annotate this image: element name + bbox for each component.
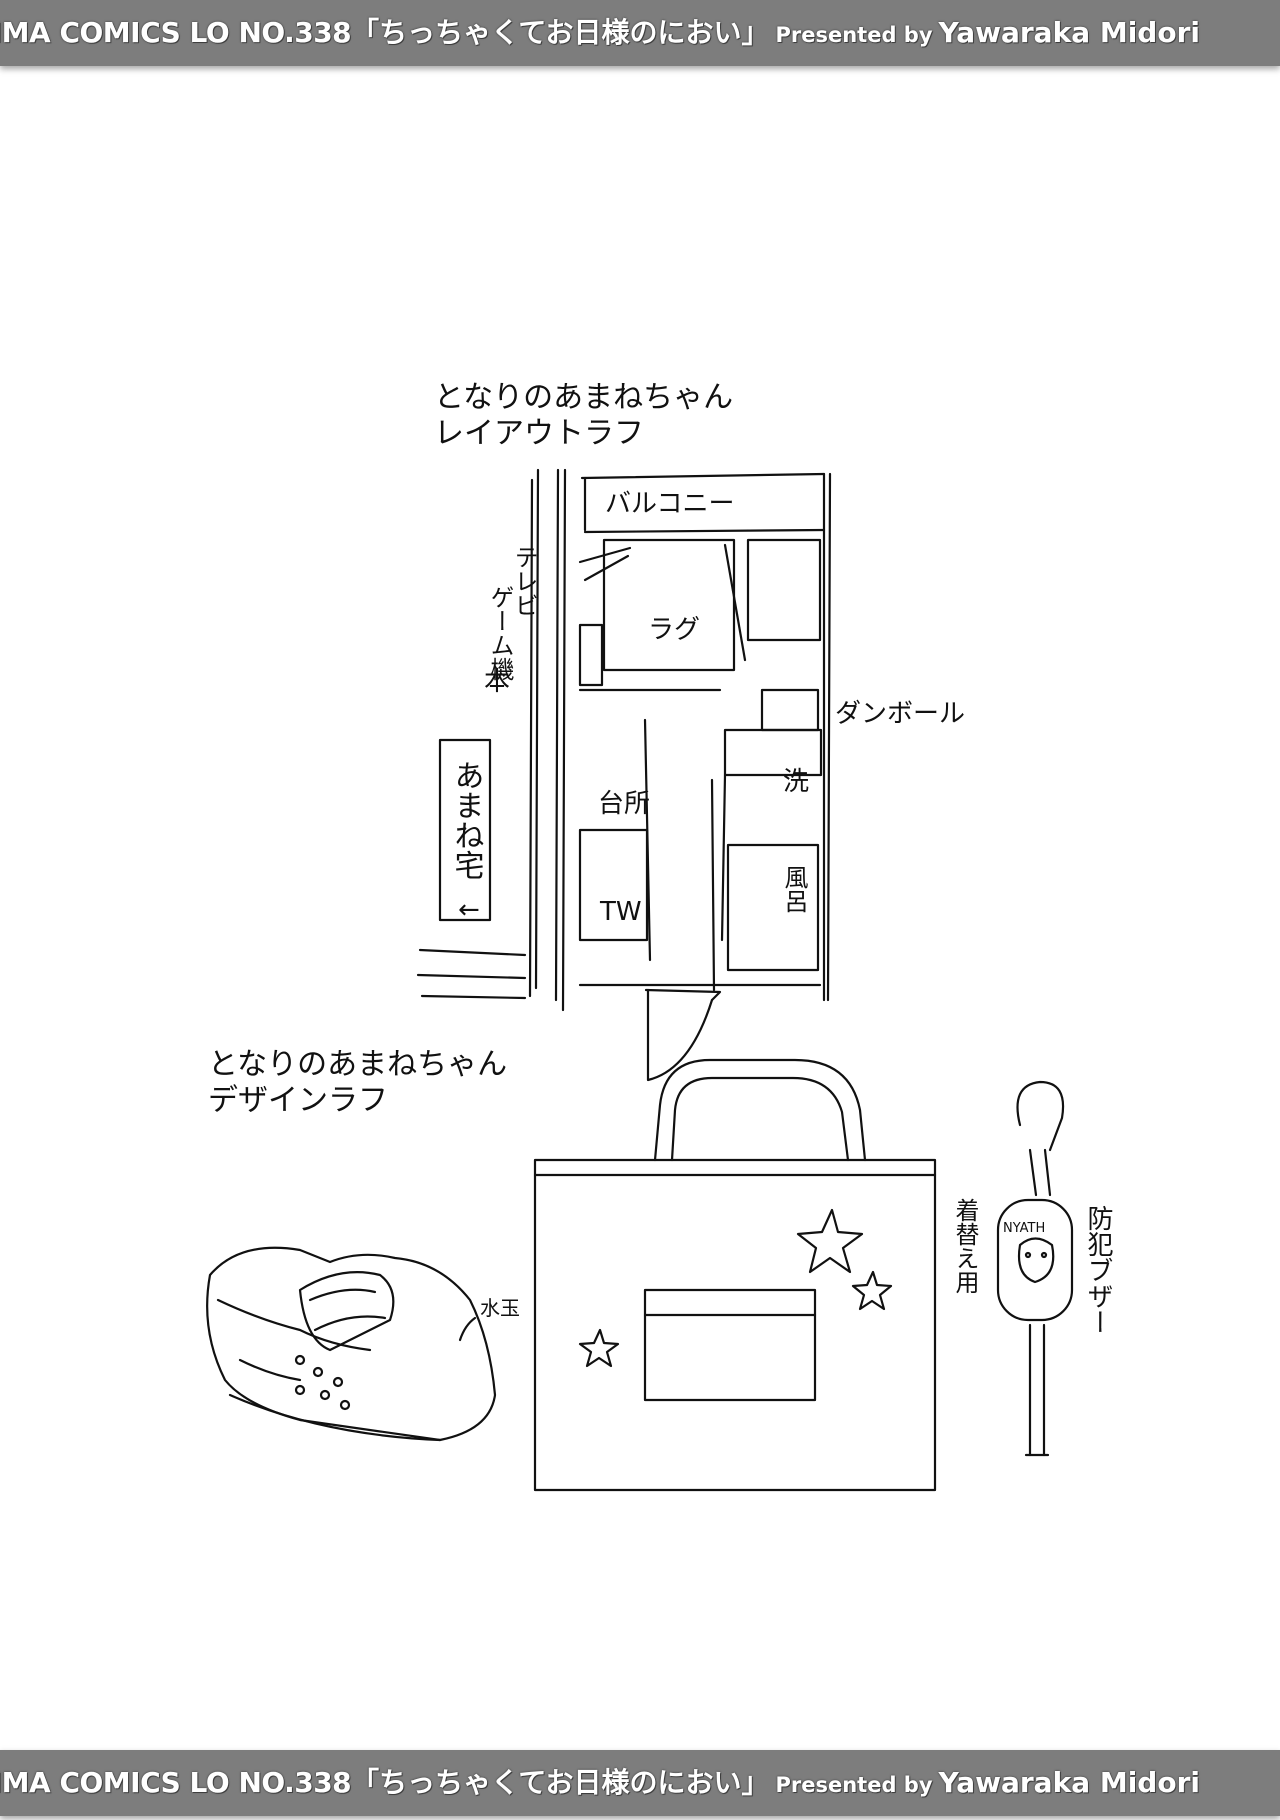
series-label: TENMA COMICS LO NO.338 (0, 16, 352, 49)
layout-heading-line1: となりのあまねちゃん (434, 380, 734, 415)
footer-series-label: TENMA COMICS LO NO.338 (0, 1766, 352, 1799)
footer-story-title: 「ちっちゃくてお日様のにおい」 (351, 1766, 770, 1799)
footer-banner-text: TENMA COMICS LO NO.338「ちっちゃくてお日様のにおい」Pre… (0, 1750, 1200, 1816)
note-buzzer-tag: NYATH (1003, 1221, 1045, 1236)
footer-banner: TENMA COMICS LO NO.338「ちっちゃくてお日様のにおい」Pre… (0, 1750, 1280, 1816)
bag-sketch (533, 1058, 937, 1492)
layout-heading-line2: レイアウトラフ (434, 416, 644, 451)
note-washer: 洗 (783, 767, 809, 797)
design-heading-line1: となりのあまねちゃん (208, 1047, 508, 1082)
note-game: ゲーム機 (486, 585, 514, 681)
layout-heading: となりのあまねちゃん レイアウトラフ (434, 380, 733, 452)
floor-plan-notes: バルコニー ラグ ダンボール 台所 TW 洗 本 ← (458, 489, 965, 927)
author-name: Yawaraka Midori (938, 16, 1200, 49)
floor-plan-vertical-notes: テレビ ゲーム機 あまね宅 風呂 (449, 545, 809, 913)
note-book: 本 (484, 667, 510, 697)
note-bath: 風呂 (780, 865, 808, 913)
alarm-keychain-sketch (996, 1080, 1074, 1457)
story-title: 「ちっちゃくてお日様のにおい」 (351, 16, 770, 49)
note-rug: ラグ (648, 615, 700, 645)
design-notes: 水玉 NYATH 着替え用 防犯ブザー (480, 1198, 1113, 1335)
note-kitchen: 台所 (598, 789, 650, 819)
note-tv: テレビ (510, 545, 538, 617)
note-amane-home: あまね宅 (449, 760, 484, 880)
note-alarm: 防犯ブザー (1083, 1205, 1113, 1335)
footer-author-name: Yawaraka Midori (938, 1766, 1200, 1799)
header-banner: TENMA COMICS LO NO.338「ちっちゃくてお日様のにおい」Pre… (0, 0, 1280, 66)
note-change-clothes: 着替え用 (951, 1198, 979, 1294)
banner-text: TENMA COMICS LO NO.338「ちっちゃくてお日様のにおい」Pre… (0, 0, 1200, 66)
floor-plan-sketch (416, 468, 832, 1082)
shoe-sketch (206, 1246, 497, 1442)
note-toilet: TW (599, 897, 642, 927)
footer-presented-by-label: Presented by (775, 1773, 933, 1797)
design-heading: となりのあまねちゃん デザインラフ (208, 1047, 507, 1119)
presented-by-label: Presented by (775, 23, 933, 47)
note-balcony: バルコニー (605, 489, 734, 519)
design-heading-line2: デザインラフ (208, 1083, 388, 1118)
note-cardboard: ダンボール (835, 699, 965, 729)
note-polka-dot: 水玉 (480, 1296, 520, 1320)
note-arrow: ← (458, 895, 480, 925)
